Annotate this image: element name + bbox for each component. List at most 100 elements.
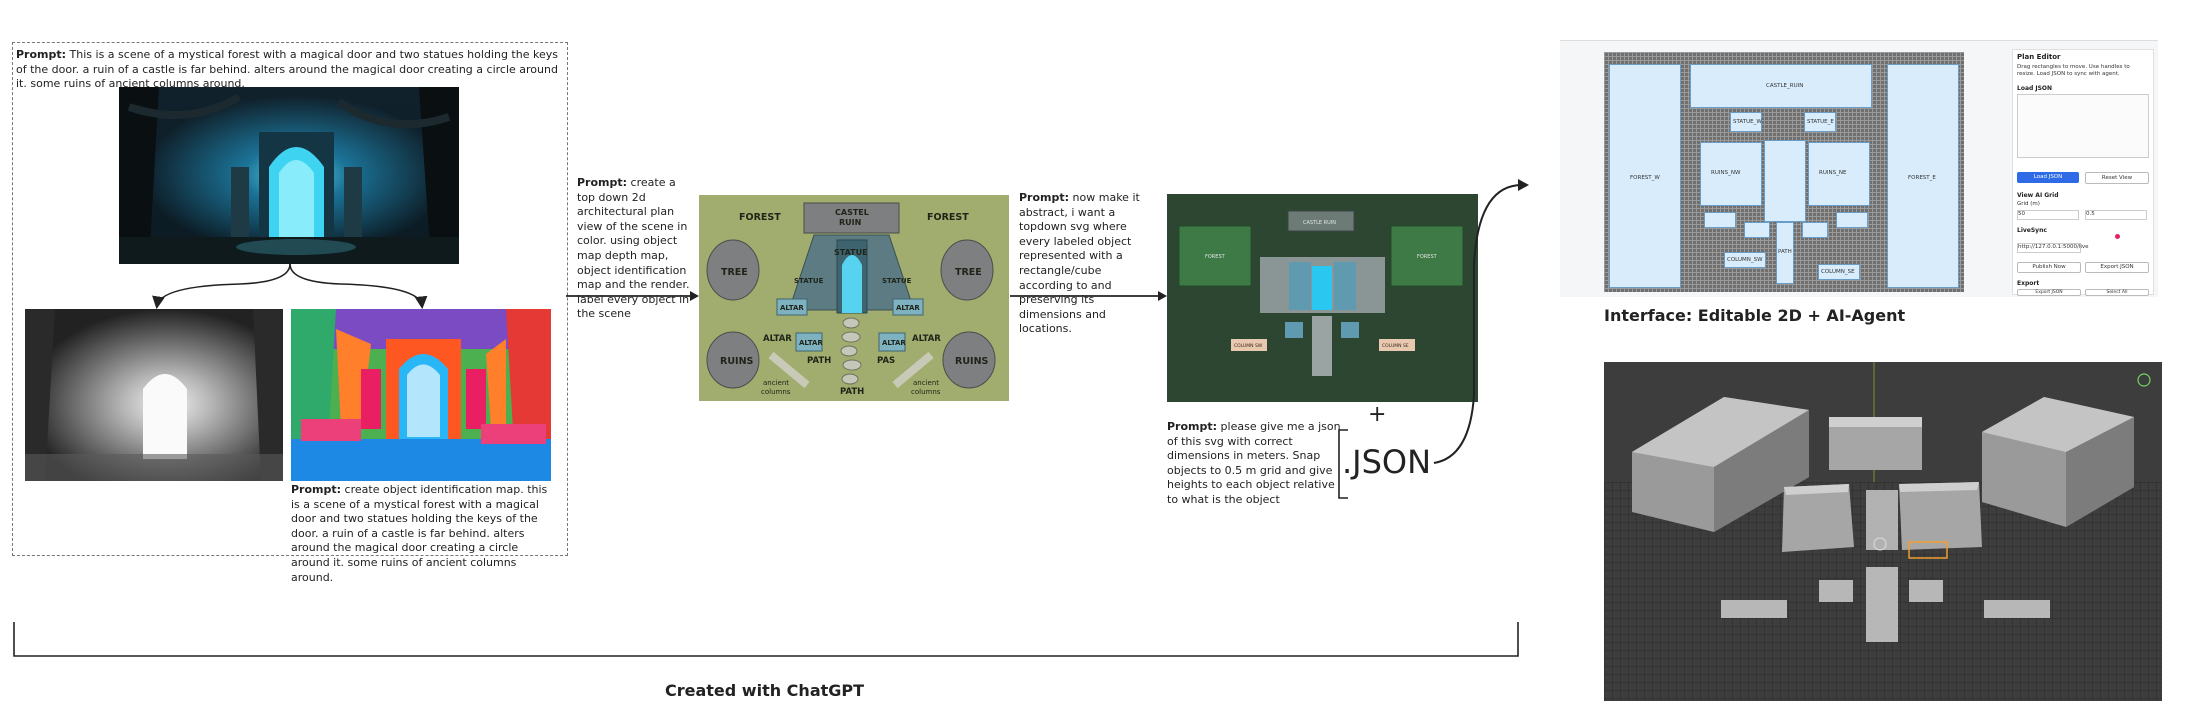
created-with-chatgpt-label: Created with ChatGPT [665, 681, 865, 700]
depth-map-image [25, 309, 283, 481]
plan-label-castle-1: CASTEL [835, 208, 869, 217]
plan-label-statue-left: STATUE [794, 277, 824, 285]
plan-view-image: FOREST FOREST CASTEL RUIN STATUE STATUE … [699, 195, 1009, 401]
plan-label-ruins-left: RUINS [720, 356, 754, 367]
select-all-button[interactable]: Select All [2085, 289, 2149, 296]
editor-label-ruins-ne: RUINS_NE [1819, 170, 1847, 176]
json-textarea[interactable] [2017, 94, 2149, 158]
prompt-text: create object identification map. this i… [291, 483, 548, 584]
editor-label-forest-e: FOREST_E [1908, 175, 1936, 181]
prompt-label: Prompt: [1019, 191, 1070, 204]
view-ai-grid-heading: View AI Grid [2017, 192, 2059, 199]
chatgpt-bracket [13, 622, 1519, 657]
editor-rect-statue-e[interactable]: STATUE_E [1804, 112, 1836, 132]
prompt-text: create a top down 2d architectural plan … [577, 176, 690, 321]
plan-label-forest-right: FOREST [927, 212, 969, 223]
abstract-label-forest-l: FOREST [1205, 254, 1226, 260]
json-bracket [1338, 429, 1348, 499]
arrow-to-abstract [1010, 291, 1167, 301]
abstract-label-castle: CASTLE RUIN [1303, 220, 1336, 226]
prompt-label: Prompt: [1167, 420, 1218, 433]
step5-prompt: Prompt: please give me a json of this sv… [1167, 420, 1342, 508]
load-json-button[interactable]: Load JSON [2017, 172, 2079, 183]
editor-label-ruins-nw: RUINS_NW [1711, 170, 1741, 176]
plan-label-path-1: PATH [807, 356, 831, 366]
plan-label-altar-1: ALTAR [780, 304, 804, 312]
editor-rect-altar-sw[interactable] [1744, 222, 1770, 238]
grid-scale-input[interactable]: 50 [2017, 210, 2079, 220]
plan-label-ancient-r1: ancient [913, 379, 939, 387]
branch-arrows [152, 263, 428, 310]
prompt-label: Prompt: [291, 483, 342, 496]
editor-rect-gate[interactable] [1764, 140, 1806, 222]
plan-label-statue-right: STATUE [882, 277, 912, 285]
plan-label-tree-left: TREE [721, 267, 748, 278]
plan-label-altar-6: ALTAR [912, 334, 941, 344]
arrow-to-plan [566, 291, 699, 301]
step3-prompt: Prompt: create a top down 2d architectur… [577, 176, 697, 322]
editor-rect-ruins-ne[interactable]: RUINS_NE [1808, 142, 1870, 206]
load-json-heading: Load JSON [2017, 85, 2053, 92]
reset-view-button[interactable]: Reset View [2085, 172, 2149, 184]
livesync-url-input[interactable]: http://127.0.0.1:5000/live [2017, 243, 2089, 253]
plan-label-tree-right: TREE [955, 267, 982, 278]
export-json-button[interactable]: Export JSON [2017, 289, 2081, 296]
forest-render-image [119, 87, 459, 264]
editor-title: Plan Editor [2017, 53, 2061, 61]
editor-screenshot: FOREST_W FOREST_E CASTLE_RUIN RUINS_NW R… [1560, 40, 2158, 297]
editor-rect-forest-e[interactable]: FOREST_E [1887, 64, 1959, 288]
editor-desc: Drag rectangles to move. Use handles to … [2017, 64, 2130, 77]
json-label: .JSON [1342, 443, 1432, 481]
grid-label: Grid (m) [2017, 201, 2040, 207]
abstract-label-forest-r: FOREST [1417, 254, 1438, 260]
prompt-text: This is a scene of a mystical forest wit… [16, 48, 558, 91]
arrow-to-interface [1433, 179, 1529, 464]
editor-rect-ruins-nw[interactable]: RUINS_NW [1700, 142, 1762, 206]
prompt-label: Prompt: [16, 48, 67, 61]
editor-label-col-sw: COLUMN_SW [1727, 257, 1763, 263]
editor-rect-altar-e[interactable] [1836, 212, 1868, 228]
prompt-text: please give me a json of this svg with c… [1167, 420, 1341, 506]
editor-rect-col-se[interactable]: COLUMN_SE [1818, 264, 1860, 280]
editor-label-path: PATH [1778, 249, 1792, 255]
editor-grid-canvas[interactable]: FOREST_W FOREST_E CASTLE_RUIN RUINS_NW R… [1604, 52, 1964, 292]
step2-prompt: Prompt: create object identification map… [291, 483, 559, 585]
editor-rect-col-sw[interactable]: COLUMN_SW [1724, 252, 1766, 268]
editor-rect-statue-w[interactable]: STATUE_W [1730, 112, 1762, 132]
export-json-mini-button[interactable]: Export JSON [2085, 262, 2149, 273]
plan-label-ancient-r2: columns [911, 388, 941, 396]
editor-rect-forest-w[interactable]: FOREST_W [1609, 64, 1681, 288]
editor-side-panel: Plan Editor Drag rectangles to move. Use… [2012, 49, 2154, 296]
plan-label-ancient-l1: ancient [763, 379, 789, 387]
abstract-label-col-l: COLUMN SW [1234, 343, 1263, 349]
abstract-svg-image: CASTLE RUIN FOREST FOREST COLUMN SW COLU… [1167, 194, 1478, 402]
plan-label-ancient-l2: columns [761, 388, 791, 396]
livesync-status-dot [2115, 234, 2120, 239]
grid-size-input[interactable]: 0.5 [2085, 210, 2147, 220]
3d-viewport-image [1604, 362, 2162, 701]
editor-rect-path[interactable]: PATH [1776, 222, 1794, 284]
editor-label-statue-w: STATUE_W [1733, 119, 1762, 125]
plan-label-castle-2: RUIN [839, 218, 861, 227]
object-id-map-image [291, 309, 551, 481]
plan-label-statue-top: STATUE [834, 248, 868, 257]
prompt-label: Prompt: [577, 176, 628, 189]
step4-prompt: Prompt: now make it abstract, i want a t… [1019, 191, 1149, 337]
export-heading: Export [2017, 280, 2040, 287]
editor-rect-altar-se[interactable] [1802, 222, 1828, 238]
plan-label-altar-2: ALTAR [896, 304, 920, 312]
plan-label-ruins-right: RUINS [955, 356, 989, 367]
abstract-label-col-r: COLUMN SE [1382, 343, 1409, 349]
editor-rect-altar-w[interactable] [1704, 212, 1736, 228]
editor-label-col-se: COLUMN_SE [1821, 269, 1855, 275]
interface-title: Interface: Editable 2D + AI-Agent [1604, 306, 1906, 325]
prompt-text: now make it abstract, i want a topdown s… [1019, 191, 1140, 336]
publish-now-button[interactable]: Publish Now [2017, 262, 2081, 273]
step1-group-box [12, 42, 568, 556]
livesync-heading: LiveSync [2017, 227, 2047, 234]
plan-label-altar-5: ALTAR [882, 339, 906, 347]
editor-rect-castle[interactable]: CASTLE_RUIN [1690, 64, 1872, 108]
plus-sign: + [1368, 402, 1387, 427]
plan-label-path-2: PATH [840, 387, 864, 397]
plan-label-altar-3: ALTAR [763, 334, 792, 344]
